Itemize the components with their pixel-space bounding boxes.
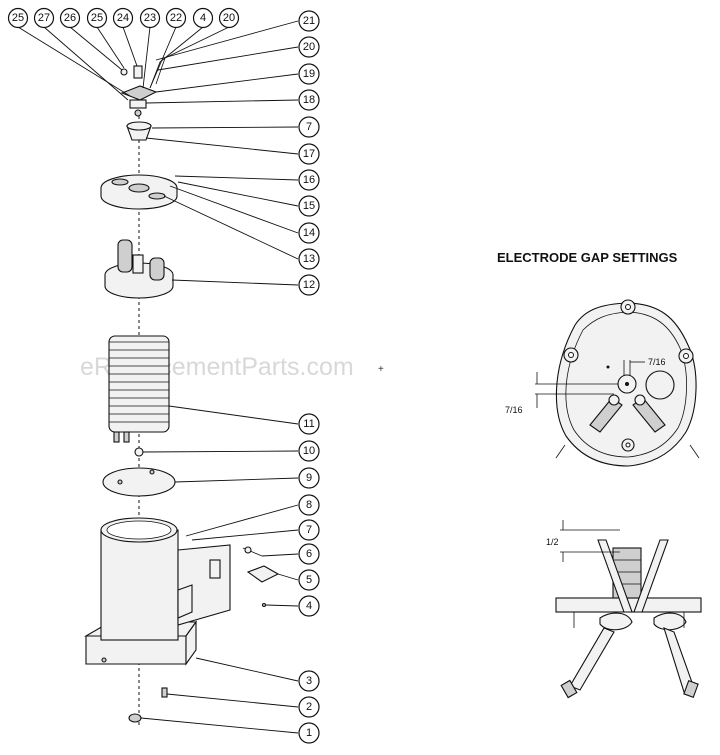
gap-dimensions-top: 7/16 7/16 bbox=[505, 357, 666, 415]
svg-text:21: 21 bbox=[303, 15, 315, 27]
svg-text:23: 23 bbox=[144, 12, 156, 24]
svg-text:20: 20 bbox=[303, 41, 315, 53]
callout-part-16: 16 bbox=[298, 169, 320, 191]
callout-part-21: 21 bbox=[298, 10, 320, 32]
callout-part-4: 4 bbox=[298, 595, 320, 617]
svg-text:25: 25 bbox=[12, 12, 24, 24]
callout-part-5: 5 bbox=[298, 569, 320, 591]
base-plate bbox=[102, 467, 176, 497]
callout-top-9: 20 bbox=[218, 7, 240, 29]
callout-part-2: 2 bbox=[298, 696, 320, 718]
callout-part-12: 12 bbox=[298, 274, 320, 296]
callout-part-13: 13 bbox=[298, 248, 320, 270]
svg-text:24: 24 bbox=[117, 12, 129, 24]
svg-text:13: 13 bbox=[303, 253, 315, 265]
burner-head bbox=[104, 239, 174, 299]
svg-text:1: 1 bbox=[306, 727, 312, 739]
callout-part-1: 1 bbox=[298, 722, 320, 744]
svg-text:11: 11 bbox=[303, 418, 314, 430]
svg-text:10: 10 bbox=[303, 445, 315, 457]
cross-mark: + bbox=[378, 364, 384, 375]
svg-text:16: 16 bbox=[303, 174, 315, 186]
svg-text:3: 3 bbox=[306, 675, 312, 687]
svg-text:7: 7 bbox=[306, 121, 312, 133]
callout-part-7a: 7 bbox=[298, 116, 320, 138]
svg-text:8: 8 bbox=[306, 499, 312, 511]
callout-part-10: 10 bbox=[298, 440, 320, 462]
svg-text:2: 2 bbox=[306, 701, 312, 713]
electrode-heading: ELECTRODE GAP SETTINGS bbox=[497, 250, 678, 265]
gap-dimensions-side: 1/2 bbox=[546, 520, 620, 562]
exploded-assembly bbox=[83, 57, 280, 725]
svg-text:25: 25 bbox=[91, 12, 103, 24]
callout-part-15: 15 bbox=[298, 195, 320, 217]
combustion-chamber bbox=[83, 517, 198, 666]
svg-text:6: 6 bbox=[306, 548, 312, 560]
top-hardware bbox=[120, 57, 166, 141]
callout-top-7: 22 bbox=[165, 7, 187, 29]
callout-part-17: 17 bbox=[298, 143, 320, 165]
svg-text:4: 4 bbox=[200, 12, 206, 24]
svg-text:14: 14 bbox=[303, 227, 315, 239]
callout-top-4: 25 bbox=[86, 7, 108, 29]
callout-part-8: 8 bbox=[298, 494, 320, 516]
leader-lines bbox=[17, 20, 299, 734]
callout-part-19: 19 bbox=[298, 63, 320, 85]
svg-text:19: 19 bbox=[303, 68, 315, 80]
electrode-top-view bbox=[555, 299, 700, 467]
svg-text:7: 7 bbox=[306, 524, 312, 536]
svg-text:5: 5 bbox=[306, 574, 312, 586]
callout-part-3: 3 bbox=[298, 670, 320, 692]
svg-text:18: 18 bbox=[303, 94, 315, 106]
callout-top-1: 25 bbox=[7, 7, 29, 29]
right-callouts: 21 20 19 18 7 17 16 15 14 13 12 11 10 9 … bbox=[298, 10, 320, 744]
top-callouts: 25 27 26 25 24 23 22 4 20 bbox=[7, 7, 240, 29]
electrode-side-view bbox=[555, 539, 702, 699]
svg-text:4: 4 bbox=[306, 600, 312, 612]
svg-text:26: 26 bbox=[64, 12, 76, 24]
callout-top-2: 27 bbox=[33, 7, 55, 29]
svg-text:12: 12 bbox=[303, 279, 315, 291]
burner-disk bbox=[100, 174, 178, 210]
svg-text:17: 17 bbox=[303, 148, 315, 160]
callout-part-9: 9 bbox=[298, 467, 320, 489]
callout-top-5: 24 bbox=[112, 7, 134, 29]
callout-part-14: 14 bbox=[298, 222, 320, 244]
callout-top-8: 4 bbox=[192, 7, 214, 29]
mounting-bracket bbox=[177, 544, 231, 626]
svg-text:20: 20 bbox=[223, 12, 235, 24]
svg-text:9: 9 bbox=[306, 472, 312, 484]
callout-part-11: 11 bbox=[298, 413, 320, 435]
callout-part-20: 20 bbox=[298, 36, 320, 58]
callout-part-7b: 7 bbox=[298, 519, 320, 541]
svg-text:22: 22 bbox=[170, 12, 182, 24]
callout-part-18: 18 bbox=[298, 89, 320, 111]
callout-top-3: 26 bbox=[59, 7, 81, 29]
tip-spacing-dim: 1/2 bbox=[546, 537, 559, 547]
callout-top-6: 23 bbox=[139, 7, 161, 29]
gap-dim-horizontal: 7/16 bbox=[648, 357, 666, 367]
gap-dim-vertical: 7/16 bbox=[505, 405, 523, 415]
heating-coil bbox=[108, 335, 170, 443]
svg-text:15: 15 bbox=[303, 200, 315, 212]
callout-part-6: 6 bbox=[298, 543, 320, 565]
svg-text:27: 27 bbox=[38, 12, 50, 24]
